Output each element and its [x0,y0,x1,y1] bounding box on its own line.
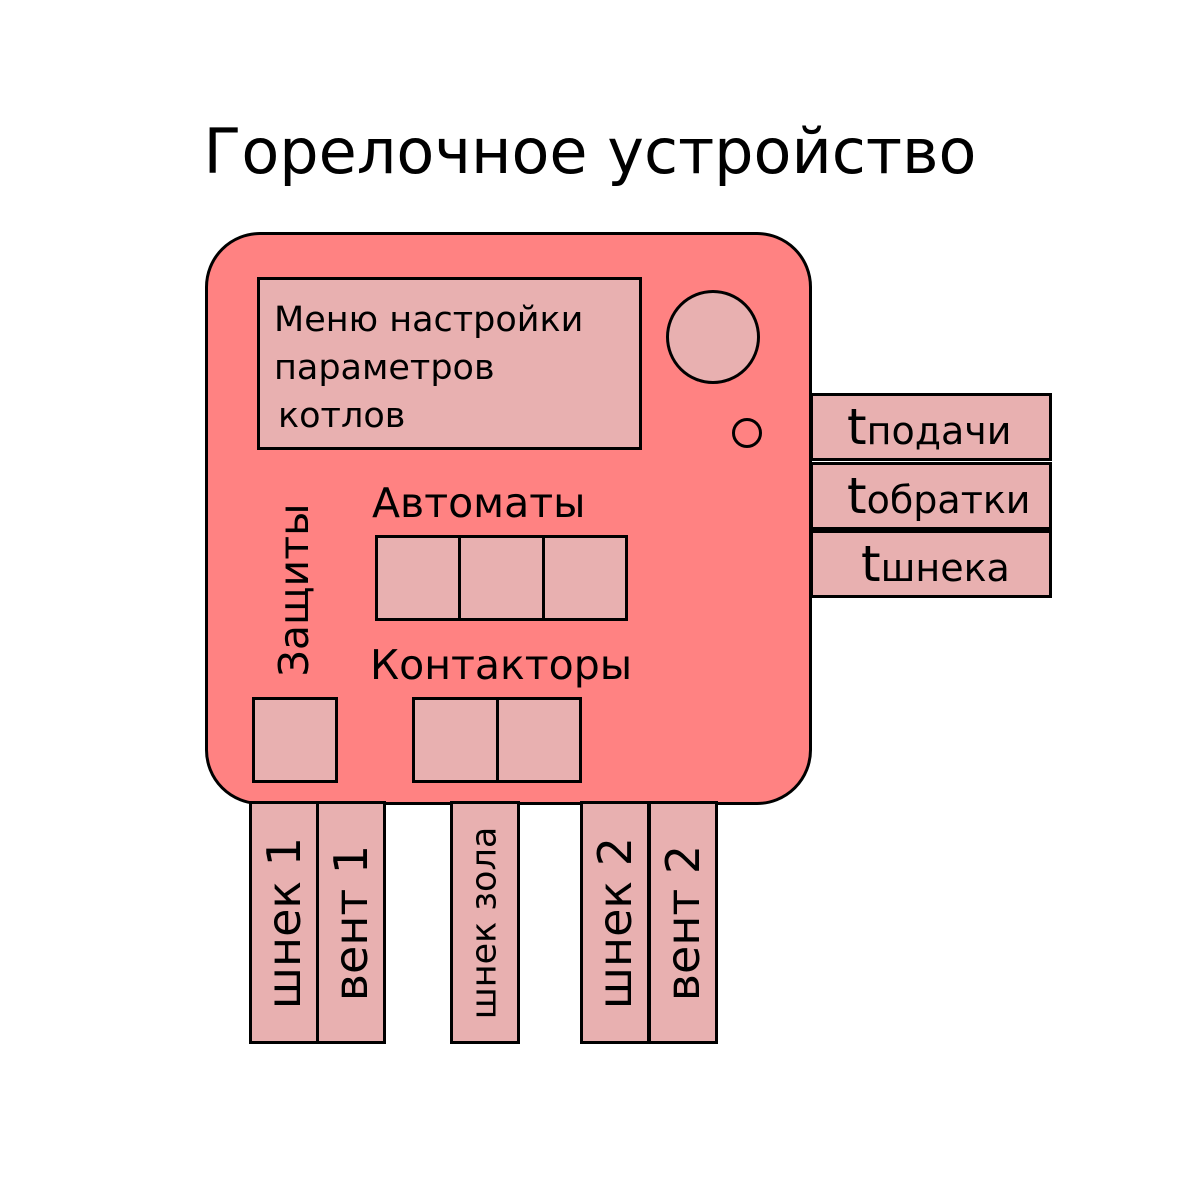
sensor-symbol: t [861,535,881,593]
sensor-symbol: t [847,467,867,525]
breakers-label: Автоматы [372,479,586,527]
breaker-slot [541,538,625,618]
output-label: шнек 2 [588,836,642,1009]
menu-screen-line: Меню настройки [274,300,584,340]
contactor-slot [415,700,496,780]
menu-screen-line: параметров [274,348,495,388]
protection-label: Защиты [270,503,318,677]
contactors-label: Контакторы [370,641,633,689]
sensor-supply-temperature: tподачи [810,393,1052,461]
breaker-slot [378,538,459,618]
breaker-slot [458,538,542,618]
sensor-subscript: подачи [866,409,1012,453]
contactors-group [412,697,582,783]
diagram-title: Горелочное устройство [203,115,977,188]
output-auger-2: шнек 2 [580,801,650,1044]
sensor-subscript: шнека [880,546,1010,590]
sensor-return-temperature: tобратки [810,462,1052,530]
sensor-symbol: t [847,398,867,456]
output-ash-auger: шнек зола [450,801,520,1044]
contactor-slot [495,700,579,780]
output-label: шнек зола [464,826,505,1019]
protection-slot [252,697,338,783]
control-knob [666,290,760,384]
settings-menu-screen: Меню настройки параметров котлов [257,277,642,450]
sensor-auger-temperature: tшнека [810,530,1052,598]
output-auger-1: шнек 1 [249,801,319,1044]
output-label: вент 2 [656,844,710,1001]
output-label: вент 1 [324,844,378,1001]
indicator-light [732,418,762,448]
output-fan-2: вент 2 [648,801,718,1044]
menu-screen-line: котлов [278,396,406,436]
output-label: шнек 1 [257,836,311,1009]
breakers-group [375,535,628,621]
output-fan-1: вент 1 [316,801,386,1044]
sensor-subscript: обратки [866,478,1031,522]
